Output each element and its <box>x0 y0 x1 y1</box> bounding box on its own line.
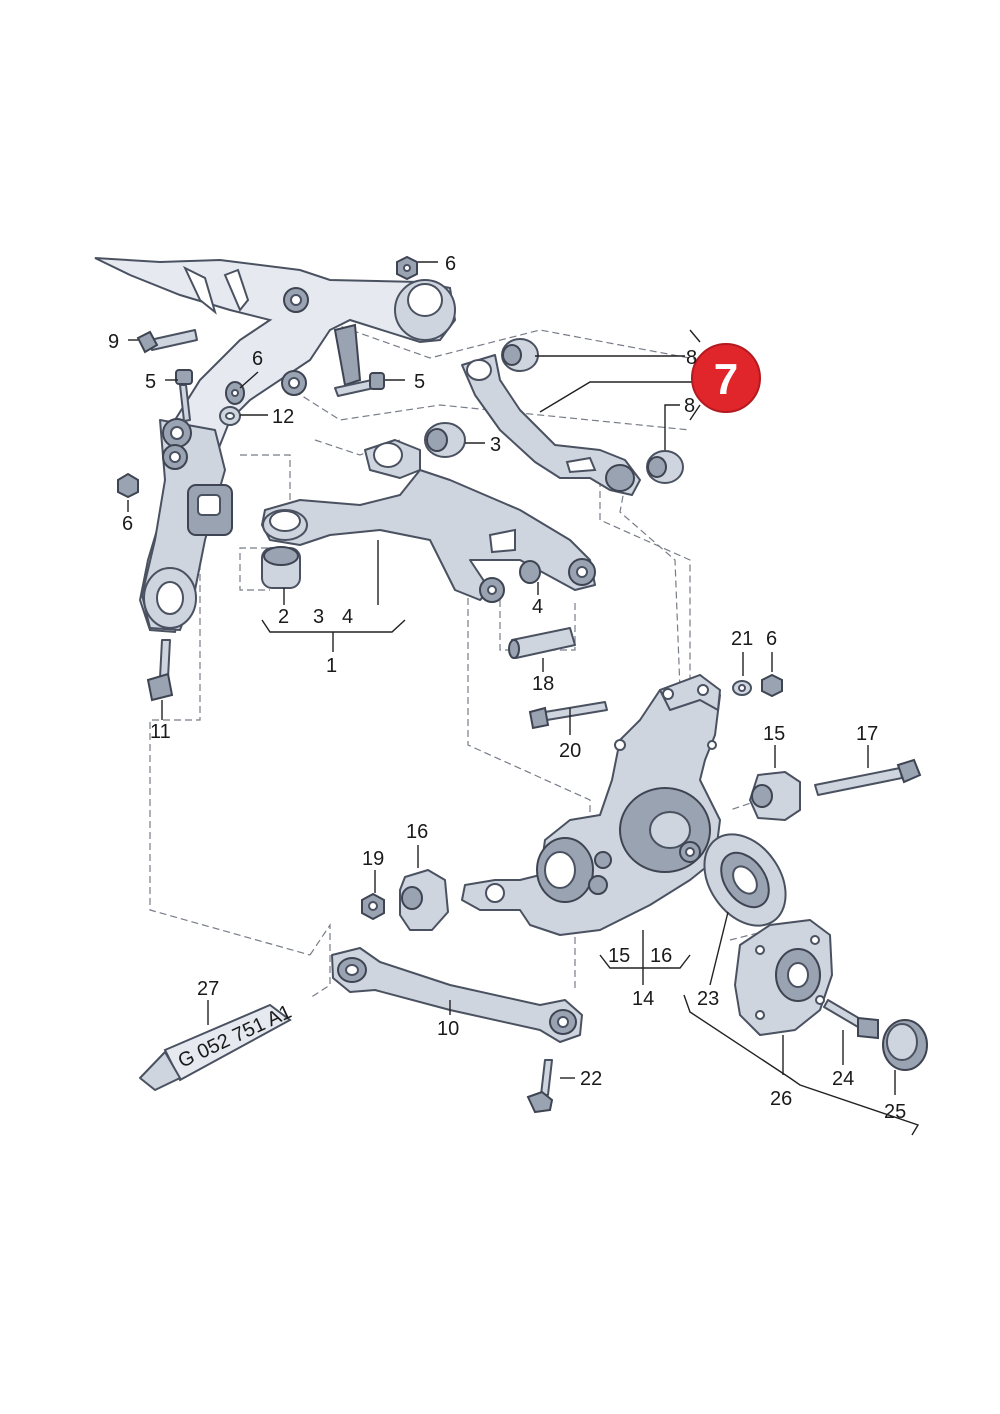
bolt-9 <box>136 329 198 354</box>
label-3: 3 <box>490 434 501 456</box>
wheel-hub-26 <box>734 919 833 1036</box>
sleeve-18 <box>508 627 576 659</box>
label-24: 24 <box>832 1068 854 1090</box>
nut-19 <box>361 892 385 921</box>
label-17: 17 <box>856 723 878 745</box>
label-20: 20 <box>559 740 581 762</box>
label-15: 15 <box>608 945 630 967</box>
leader-lines <box>127 261 920 1136</box>
label-18: 18 <box>532 673 554 695</box>
label-6: 6 <box>445 253 456 275</box>
upper-wishbone <box>261 439 596 603</box>
label-6: 6 <box>766 628 777 650</box>
label-9: 9 <box>108 331 119 353</box>
label-10: 10 <box>437 1018 459 1040</box>
label-5: 5 <box>145 371 156 393</box>
dashed-guides <box>149 311 771 999</box>
label-11: 11 <box>150 721 171 743</box>
label-6: 6 <box>122 513 133 535</box>
bush-8-lower <box>646 450 684 484</box>
bush-15 <box>749 771 801 821</box>
bolt-5-right <box>334 372 385 397</box>
nut-6-top <box>396 255 418 281</box>
washer-12 <box>219 406 241 426</box>
badge-label: 7 <box>714 355 738 404</box>
grease-tube-27: G 052 751 A1 <box>139 1001 295 1091</box>
label-8: 8 <box>686 347 697 369</box>
tube-text: G 052 751 A1 <box>175 1001 295 1073</box>
nut-6-right <box>761 673 783 698</box>
bolt-11 <box>146 639 174 702</box>
label-2: 2 <box>278 606 289 628</box>
label-6: 6 <box>252 348 263 370</box>
wheel-bearing-housing <box>461 674 721 936</box>
label-1: 1 <box>326 655 337 677</box>
subframe <box>94 257 457 634</box>
label-16: 16 <box>650 945 672 967</box>
bush-2 <box>261 546 301 589</box>
label-23: 23 <box>697 988 719 1010</box>
label-3: 3 <box>313 606 324 628</box>
label-4: 4 <box>532 596 543 618</box>
label-8: 8 <box>684 395 695 417</box>
cap-4 <box>519 560 541 584</box>
label-26: 26 <box>770 1088 792 1110</box>
highlight-badge: 7 <box>691 343 761 413</box>
track-control-link <box>461 354 641 496</box>
label-21: 21 <box>731 628 753 650</box>
wheel-bearing-23 <box>703 833 787 927</box>
bolt-5-left <box>175 369 193 422</box>
cap-25 <box>882 1019 928 1071</box>
label-4: 4 <box>342 606 353 628</box>
part-labels: 6 8 8 9 6 5 5 12 3 6 2 3 4 4 1 18 21 6 1… <box>108 253 906 1123</box>
lower-arm-10 <box>331 947 583 1043</box>
label-27: 27 <box>197 978 219 1000</box>
bolt-20 <box>528 701 608 730</box>
washer-6-left <box>225 381 245 405</box>
label-25: 25 <box>884 1101 906 1123</box>
bush-8-upper <box>501 338 539 372</box>
bolt-17 <box>814 758 922 796</box>
bush-16 <box>399 869 449 931</box>
nut-6-side <box>117 472 139 499</box>
label-19: 19 <box>362 848 384 870</box>
label-22: 22 <box>580 1068 602 1090</box>
label-16: 16 <box>406 821 428 843</box>
label-12: 12 <box>272 406 294 428</box>
bolt-24 <box>823 999 879 1040</box>
badge-circle <box>691 343 761 413</box>
label-14: 14 <box>632 988 654 1010</box>
label-5: 5 <box>414 371 425 393</box>
bolt-22 <box>526 1059 554 1114</box>
label-15: 15 <box>763 723 785 745</box>
washer-21 <box>732 680 752 696</box>
bush-3 <box>424 422 466 458</box>
